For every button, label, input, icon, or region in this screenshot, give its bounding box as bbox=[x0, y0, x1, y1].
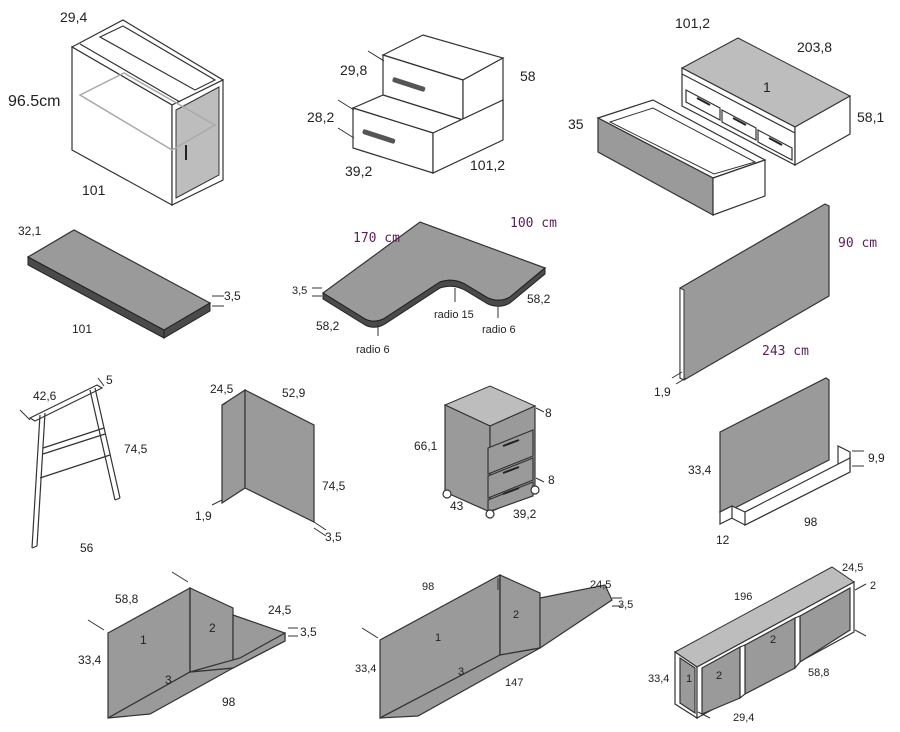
side-panel-thickness-label: 1,9 bbox=[195, 509, 212, 523]
step-chest-height-label: 58 bbox=[520, 68, 536, 84]
drawers-width-label: 39,2 bbox=[513, 507, 537, 521]
step-chest-width-label: 101,2 bbox=[470, 157, 505, 173]
drawers-bottom-label: 8 bbox=[548, 473, 555, 487]
corner-large-depth-label: 98 bbox=[422, 581, 434, 593]
corner-small-thickness-label: 3,5 bbox=[300, 625, 317, 639]
desk-depth-left-label: 58,2 bbox=[316, 319, 340, 333]
back-shelf-lip-label: 12 bbox=[716, 533, 730, 547]
corner-small-width-label: 98 bbox=[222, 695, 236, 709]
bookcase-part-1: 1 bbox=[686, 673, 692, 685]
corner-small-part-3: 3 bbox=[165, 673, 172, 687]
back-shelf-width-label: 98 bbox=[804, 515, 818, 529]
side-panel-width-label: 52,9 bbox=[282, 386, 306, 400]
desk-depth-right-label: 58,2 bbox=[527, 292, 551, 306]
step-chest-drawing bbox=[351, 34, 505, 174]
side-panels-drawing bbox=[221, 388, 315, 523]
corner-large-height-label: 33,4 bbox=[355, 663, 376, 675]
shelf-board-thickness-label: 3,5 bbox=[224, 289, 241, 303]
corner-small-shelf-depth-label: 24,5 bbox=[268, 603, 292, 617]
wardrobe-depth-label: 29,4 bbox=[60, 9, 87, 25]
back-shelf-drawing bbox=[718, 377, 851, 526]
corner-shelf-large-drawing bbox=[379, 573, 613, 719]
wall-panel-height-label: 90 cm bbox=[838, 236, 877, 251]
step-chest-top-depth-label: 29,8 bbox=[340, 62, 367, 78]
corner-shelf-small-drawing bbox=[107, 586, 286, 720]
bookcase-module-drawing bbox=[674, 566, 855, 720]
bookcase-height-label: 33,4 bbox=[648, 673, 669, 685]
drawers-top-label: 8 bbox=[545, 406, 552, 420]
desk-length-label: 170 cm bbox=[353, 231, 400, 246]
drawers-depth-label: 43 bbox=[450, 499, 464, 513]
desk-right-radius-label: radio 6 bbox=[482, 324, 516, 336]
corner-small-depth-label: 58,8 bbox=[115, 592, 139, 606]
bookcase-depth-label: 24,5 bbox=[842, 562, 863, 574]
corner-small-part-2: 2 bbox=[209, 621, 216, 635]
bookcase-part-2: 2 bbox=[716, 670, 722, 682]
bookcase-side-width-label: 58,8 bbox=[808, 667, 829, 679]
bed-module-number: 1 bbox=[763, 79, 771, 95]
wall-panel-width-label: 243 cm bbox=[762, 344, 809, 359]
bed-height-label: 58,1 bbox=[857, 109, 884, 125]
desk-thickness-label: 3,5 bbox=[292, 285, 307, 297]
wall-panel-thickness-label: 1,9 bbox=[654, 385, 671, 399]
corner-desk-drawing bbox=[321, 221, 547, 328]
bed-length-label: 203,8 bbox=[797, 39, 832, 55]
drawers-height-label: 66,1 bbox=[414, 439, 438, 453]
corner-large-width-label: 147 bbox=[505, 677, 523, 689]
side-panel-depth-label: 24,5 bbox=[210, 382, 234, 396]
shelf-board-depth-label: 32,1 bbox=[18, 224, 42, 238]
desk-return-length-label: 100 cm bbox=[510, 216, 557, 231]
bookcase-top-thickness-label: 2 bbox=[870, 580, 876, 592]
bed-width-label: 101,2 bbox=[675, 15, 710, 31]
trestle-width-label: 56 bbox=[80, 541, 94, 555]
step-chest-step-label: 28,2 bbox=[307, 109, 334, 125]
corner-large-part-3: 3 bbox=[458, 666, 464, 678]
trestle-leg-drawing bbox=[28, 384, 121, 549]
trestle-depth-label: 42,6 bbox=[33, 389, 57, 403]
trestle-top-label: 5 bbox=[106, 373, 113, 387]
corner-small-part-1: 1 bbox=[140, 633, 147, 647]
side-panel-height-label: 74,5 bbox=[322, 479, 346, 493]
corner-large-part-1: 1 bbox=[435, 632, 441, 644]
shelf-board-drawing bbox=[26, 229, 212, 339]
back-shelf-height-label: 33,4 bbox=[688, 463, 712, 477]
wardrobe-width-label: 101 bbox=[82, 182, 106, 198]
bookcase-divider-label: 2 bbox=[770, 634, 776, 646]
wardrobe-drawing bbox=[70, 19, 225, 207]
desk-left-radius-label: radio 6 bbox=[356, 344, 390, 356]
step-chest-depth-label: 39,2 bbox=[345, 163, 372, 179]
corner-large-shelf-depth-label: 24,5 bbox=[590, 579, 611, 591]
wall-panel-drawing bbox=[679, 203, 830, 381]
bed-drawer-drawing bbox=[596, 37, 852, 217]
drawer-height-label: 35 bbox=[568, 116, 584, 132]
bookcase-module-depth-label: 29,4 bbox=[733, 712, 754, 724]
corner-small-height-label: 33,4 bbox=[78, 653, 102, 667]
trestle-height-label: 74,5 bbox=[124, 442, 148, 456]
bookcase-width-label: 196 bbox=[734, 591, 752, 603]
corner-large-part-2: 2 bbox=[513, 609, 519, 621]
corner-large-thickness-label: 3,5 bbox=[618, 599, 633, 611]
wardrobe-height-label: 96.5cm bbox=[8, 93, 60, 110]
desk-inner-radius-label: radio 15 bbox=[434, 309, 474, 321]
back-shelf-depth-label: 9,9 bbox=[868, 451, 885, 465]
shelf-board-width-label: 101 bbox=[72, 322, 92, 336]
mobile-drawers-drawing bbox=[442, 385, 540, 519]
side-panel-base-label: 3,5 bbox=[325, 530, 342, 544]
